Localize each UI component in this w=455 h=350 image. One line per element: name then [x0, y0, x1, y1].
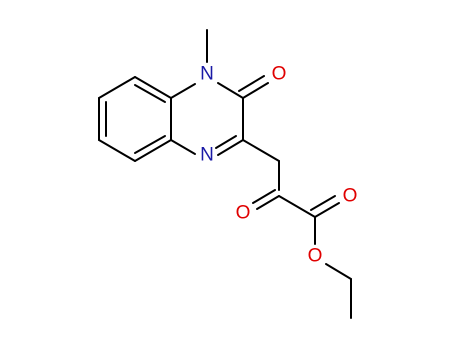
bond-c6-c7 — [98, 139, 136, 162]
atom-o-ketone: O — [236, 203, 251, 224]
bond-c2-o-b — [238, 75, 265, 92]
bond-cketo-o-a — [256, 195, 280, 210]
bond-c3-ch2 — [242, 139, 280, 162]
atom-o-ester: O — [308, 246, 323, 267]
atom-o-lactam: O — [272, 64, 287, 85]
bond-oester-ch2 — [325, 263, 352, 280]
atom-n4: N — [200, 145, 214, 166]
atom-n1: N — [200, 64, 214, 85]
bond-cester-o-a — [314, 202, 340, 218]
bond-cketo-o-b — [252, 189, 276, 204]
bond-c3-n4-inner — [215, 135, 237, 149]
bond-c7-c8 — [134, 139, 172, 162]
bond-cester-o-b — [310, 195, 336, 211]
bond-c8a-n1 — [170, 83, 196, 99]
bond-n4-c4a — [170, 139, 196, 155]
atom-o-carbonyl: O — [343, 186, 358, 207]
bond-c3-n4 — [217, 139, 244, 156]
bond-c8a-c4a — [134, 76, 172, 99]
bond-c7-c8-inner — [134, 135, 166, 154]
bond-c2-o-a — [242, 82, 269, 99]
bond-c8a-c4a-inner — [134, 84, 166, 103]
bond-c4a-c5 — [98, 76, 136, 99]
bond-n1-c2 — [217, 82, 244, 99]
bond-cketo-cester — [278, 195, 316, 218]
